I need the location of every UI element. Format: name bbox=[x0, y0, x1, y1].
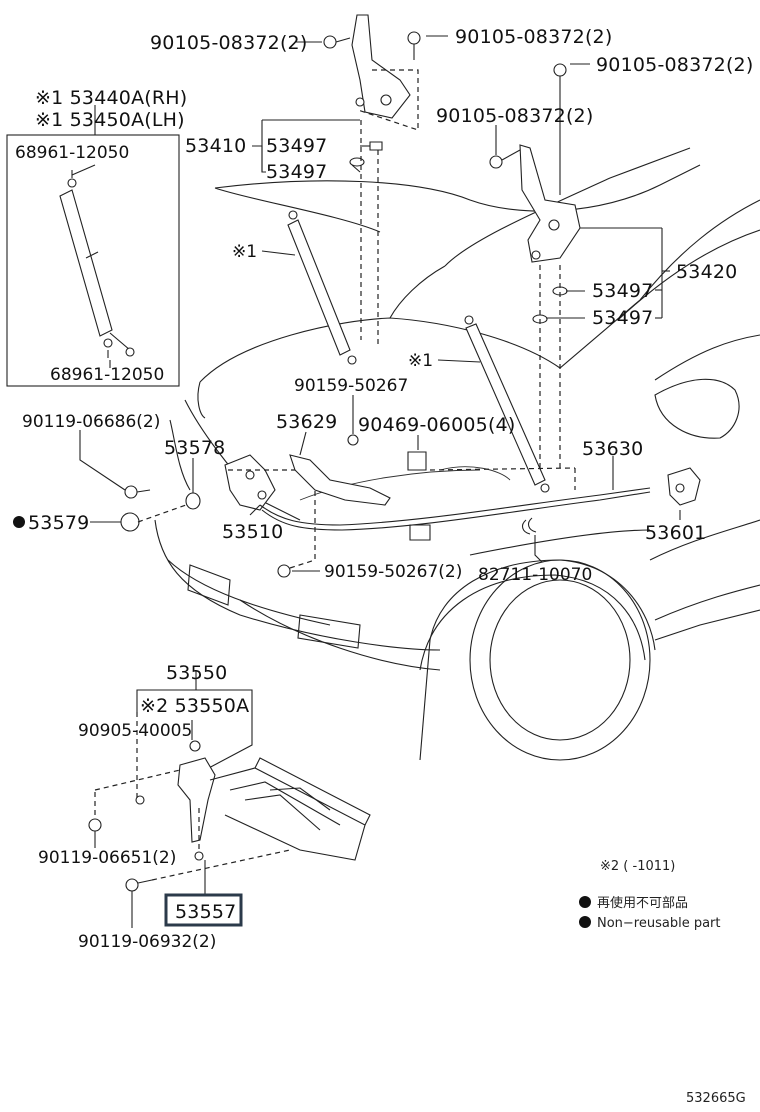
drawing-code: 532665G bbox=[686, 1091, 746, 1106]
legend-en: Non−reusable part bbox=[597, 916, 721, 931]
label-stud-top: 68961-12050 bbox=[15, 143, 129, 163]
label-clip-lower: 90159-50267(2) bbox=[324, 562, 462, 582]
label-handle: 53601 bbox=[645, 522, 706, 544]
label-marker-strut-right: ※1 bbox=[408, 351, 433, 371]
label-cushion-a: 53497 bbox=[266, 135, 327, 157]
hood-struts-installed bbox=[287, 210, 550, 493]
label-bolt-lock: 90119-06686(2) bbox=[22, 412, 160, 432]
label-screw: 90905-40005 bbox=[78, 721, 192, 741]
label-bolt-mid-right: 90105-08372(2) bbox=[436, 105, 593, 127]
label-clip-upper: 90159-50267 bbox=[294, 376, 408, 396]
hood-hinge-lh bbox=[323, 14, 421, 345]
label-stay: 53557 bbox=[175, 901, 236, 923]
label-bolt-top-right: 90105-08372(2) bbox=[596, 54, 753, 76]
label-bolt-top-mid: 90105-08372(2) bbox=[455, 26, 612, 48]
legend-dot-en bbox=[579, 916, 591, 928]
label-bolt-top-left: 90105-08372(2) bbox=[150, 32, 307, 54]
label-lock: 53510 bbox=[222, 521, 283, 543]
leader-lines bbox=[71, 35, 681, 928]
stay-highlight-box bbox=[164, 893, 243, 927]
part-number-labels: 90105-08372(2) 90105-08372(2) 90105-0837… bbox=[13, 26, 753, 1106]
label-bolt-stay: 90119-06932(2) bbox=[78, 932, 216, 952]
hood-hinge-rh bbox=[489, 63, 581, 470]
vehicle-body-outline bbox=[154, 147, 760, 761]
label-stud-bottom: 68961-12050 bbox=[50, 365, 164, 385]
label-hinge-lh: 53410 bbox=[185, 135, 246, 157]
label-marker-strut-left: ※1 bbox=[232, 242, 257, 262]
note-period: ※2 ( -1011) bbox=[600, 859, 675, 874]
label-cable: 53630 bbox=[582, 438, 643, 460]
label-strut-lh: ※1 53450A(LH) bbox=[35, 109, 185, 131]
label-cushion-b: 53497 bbox=[266, 161, 327, 183]
label-cushion-nonreuse: 53579 bbox=[28, 512, 89, 534]
label-strut-rh: ※1 53440A(RH) bbox=[35, 87, 187, 109]
label-support-alt: ※2 53550A bbox=[140, 695, 249, 717]
label-grommet: 90469-06005(4) bbox=[358, 414, 515, 436]
nonreusable-marker bbox=[13, 516, 25, 528]
strut-detail-box bbox=[6, 105, 180, 387]
label-hinge-rh: 53420 bbox=[676, 261, 737, 283]
label-bolt-support: 90119-06651(2) bbox=[38, 848, 176, 868]
label-cushion-c: 53497 bbox=[592, 280, 653, 302]
legend-jp: 再使用不可部品 bbox=[597, 895, 688, 911]
hood-lock-assembly bbox=[120, 434, 701, 578]
label-support: 53550 bbox=[166, 662, 227, 684]
label-lock-assy: 53578 bbox=[164, 437, 225, 459]
label-clamp: 82711-10070 bbox=[478, 565, 592, 585]
legend-dot-jp bbox=[579, 896, 591, 908]
label-release-lever: 53629 bbox=[276, 411, 337, 433]
label-cushion-d: 53497 bbox=[592, 307, 653, 329]
